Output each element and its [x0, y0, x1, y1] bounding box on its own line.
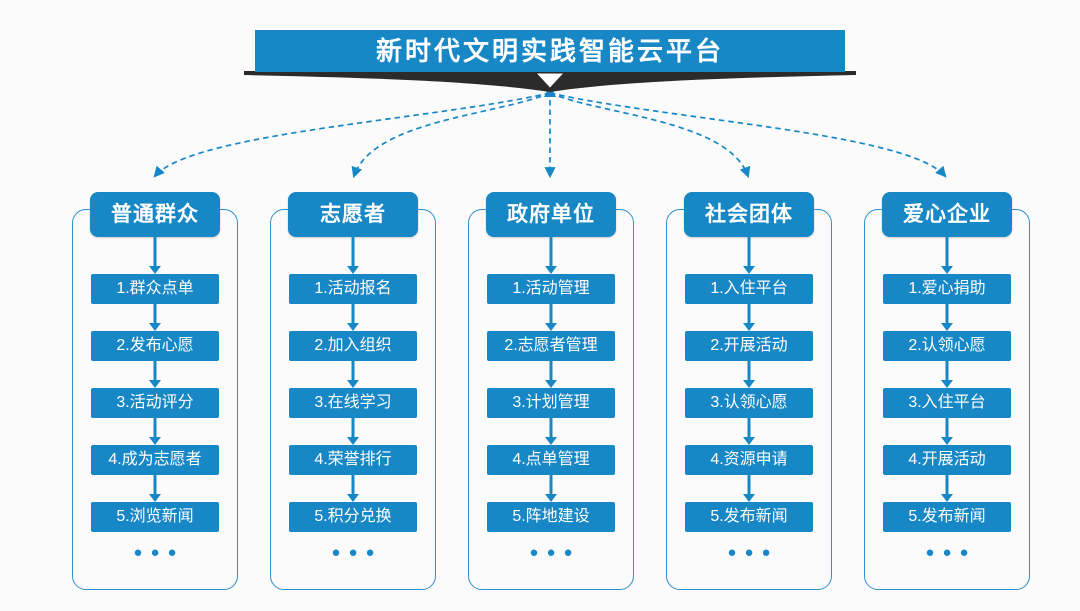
- more-dots: ●●●: [529, 544, 581, 561]
- more-dots: ●●●: [331, 544, 383, 561]
- column-social-group: 社会团体 1.入住平台 2.开展活动 3.认领心愿 4.资源申请 5.发布新闻 …: [666, 192, 832, 590]
- down-arrow-icon: [537, 73, 563, 88]
- flow-step: 4.资源申请: [685, 445, 813, 475]
- flow-arrow-down-icon: [741, 304, 757, 331]
- platform-title-banner: 新时代文明实践智能云平台: [255, 30, 845, 72]
- flow-arrow-down-icon: [147, 361, 163, 388]
- more-dots: ●●●: [133, 544, 185, 561]
- flow-arrow-down-icon: [741, 418, 757, 445]
- flow-step: 3.在线学习: [289, 388, 417, 418]
- column-header: 爱心企业: [882, 192, 1012, 237]
- flow-arrow-down-icon: [939, 475, 955, 502]
- flow-step: 5.浏览新闻: [91, 502, 219, 532]
- flow-arrow-down-icon: [147, 304, 163, 331]
- flow-step: 4.开展活动: [883, 445, 1011, 475]
- dashed-connector-col1: [153, 92, 551, 178]
- flow-step: 2.志愿者管理: [487, 331, 615, 361]
- flow-step: 4.成为志愿者: [91, 445, 219, 475]
- flow-arrow-down-icon: [543, 237, 559, 274]
- flow-step: 2.发布心愿: [91, 331, 219, 361]
- flow-step: 1.活动管理: [487, 274, 615, 304]
- flow-arrow-down-icon: [345, 361, 361, 388]
- column-government-unit: 政府单位 1.活动管理 2.志愿者管理 3.计划管理 4.点单管理 5.阵地建设…: [468, 192, 634, 590]
- flow-step: 2.开展活动: [685, 331, 813, 361]
- flow-arrow-down-icon: [741, 361, 757, 388]
- flow-arrow-down-icon: [345, 304, 361, 331]
- column-caring-enterprise: 爱心企业 1.爱心捐助 2.认领心愿 3.入住平台 4.开展活动 5.发布新闻 …: [864, 192, 1030, 590]
- flow-step: 2.加入组织: [289, 331, 417, 361]
- flow-arrow-down-icon: [741, 475, 757, 502]
- flow-arrow-down-icon: [147, 237, 163, 274]
- flow-step: 1.爱心捐助: [883, 274, 1011, 304]
- flow-arrow-down-icon: [939, 361, 955, 388]
- flow-step: 4.点单管理: [487, 445, 615, 475]
- column-header: 普通群众: [90, 192, 220, 237]
- flow-arrow-down-icon: [543, 475, 559, 502]
- flow-step: 1.入住平台: [685, 274, 813, 304]
- column-header: 社会团体: [684, 192, 814, 237]
- flow-arrow-down-icon: [543, 361, 559, 388]
- flow-arrow-down-icon: [939, 304, 955, 331]
- dashed-connector-col2: [351, 92, 551, 179]
- flow-step: 4.荣誉排行: [289, 445, 417, 475]
- flow-arrow-down-icon: [147, 475, 163, 502]
- flow-step: 3.认领心愿: [685, 388, 813, 418]
- flow-step: 1.活动报名: [289, 274, 417, 304]
- flow-arrow-down-icon: [939, 418, 955, 445]
- flow-step: 5.积分兑换: [289, 502, 417, 532]
- flow-arrow-down-icon: [345, 237, 361, 274]
- banner-ribbon: [244, 71, 856, 92]
- more-dots: ●●●: [727, 544, 779, 561]
- flow-arrow-down-icon: [741, 237, 757, 274]
- flow-arrow-down-icon: [939, 237, 955, 274]
- dashed-connector-col5: [549, 92, 947, 178]
- flow-step: 5.发布新闻: [685, 502, 813, 532]
- platform-title: 新时代文明实践智能云平台: [375, 36, 724, 66]
- flow-arrow-down-icon: [543, 418, 559, 445]
- flow-arrow-down-icon: [543, 304, 559, 331]
- more-dots: ●●●: [925, 544, 977, 561]
- column-header: 政府单位: [486, 192, 616, 237]
- flow-arrow-down-icon: [147, 418, 163, 445]
- column-header: 志愿者: [288, 192, 418, 237]
- column-general-public: 普通群众 1.群众点单 2.发布心愿 3.活动评分 4.成为志愿者 5.浏览新闻…: [72, 192, 238, 590]
- dashed-connector-col4: [549, 92, 751, 179]
- flow-step: 2.认领心愿: [883, 331, 1011, 361]
- flow-step: 5.发布新闻: [883, 502, 1011, 532]
- flow-arrow-down-icon: [345, 418, 361, 445]
- flow-step: 3.活动评分: [91, 388, 219, 418]
- flow-step: 5.阵地建设: [487, 502, 615, 532]
- column-volunteer: 志愿者 1.活动报名 2.加入组织 3.在线学习 4.荣誉排行 5.积分兑换 ●…: [270, 192, 436, 590]
- flow-step: 3.计划管理: [487, 388, 615, 418]
- flow-arrow-down-icon: [345, 475, 361, 502]
- flow-step: 3.入住平台: [883, 388, 1011, 418]
- flow-step: 1.群众点单: [91, 274, 219, 304]
